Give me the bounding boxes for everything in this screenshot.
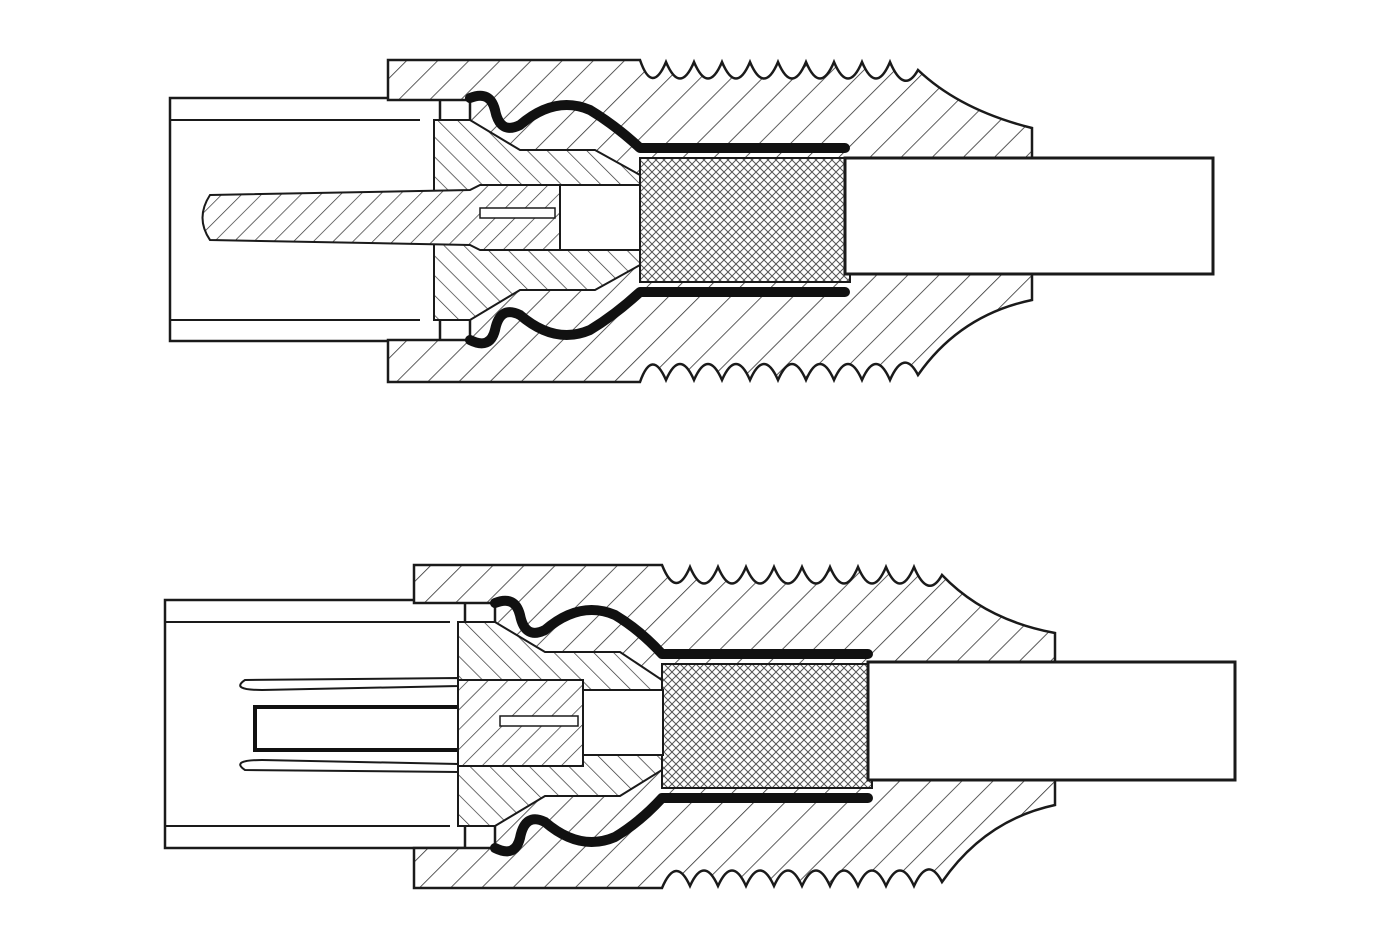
socket-contact — [239, 676, 459, 692]
braid — [661, 663, 873, 789]
center-pin — [201, 184, 561, 251]
socket-contact-lower — [239, 758, 459, 774]
socket-tip — [582, 689, 664, 756]
connector-male — [168, 58, 1215, 384]
pin-wire — [479, 207, 556, 219]
socket-wire — [499, 715, 579, 727]
socket-slot — [253, 705, 485, 752]
crimp-shell — [465, 90, 850, 349]
pin-tip — [559, 184, 641, 251]
cable — [866, 660, 1237, 782]
cable — [843, 156, 1215, 276]
braid — [639, 157, 851, 283]
crimp-shell — [490, 595, 873, 857]
connector-female — [163, 563, 1237, 890]
